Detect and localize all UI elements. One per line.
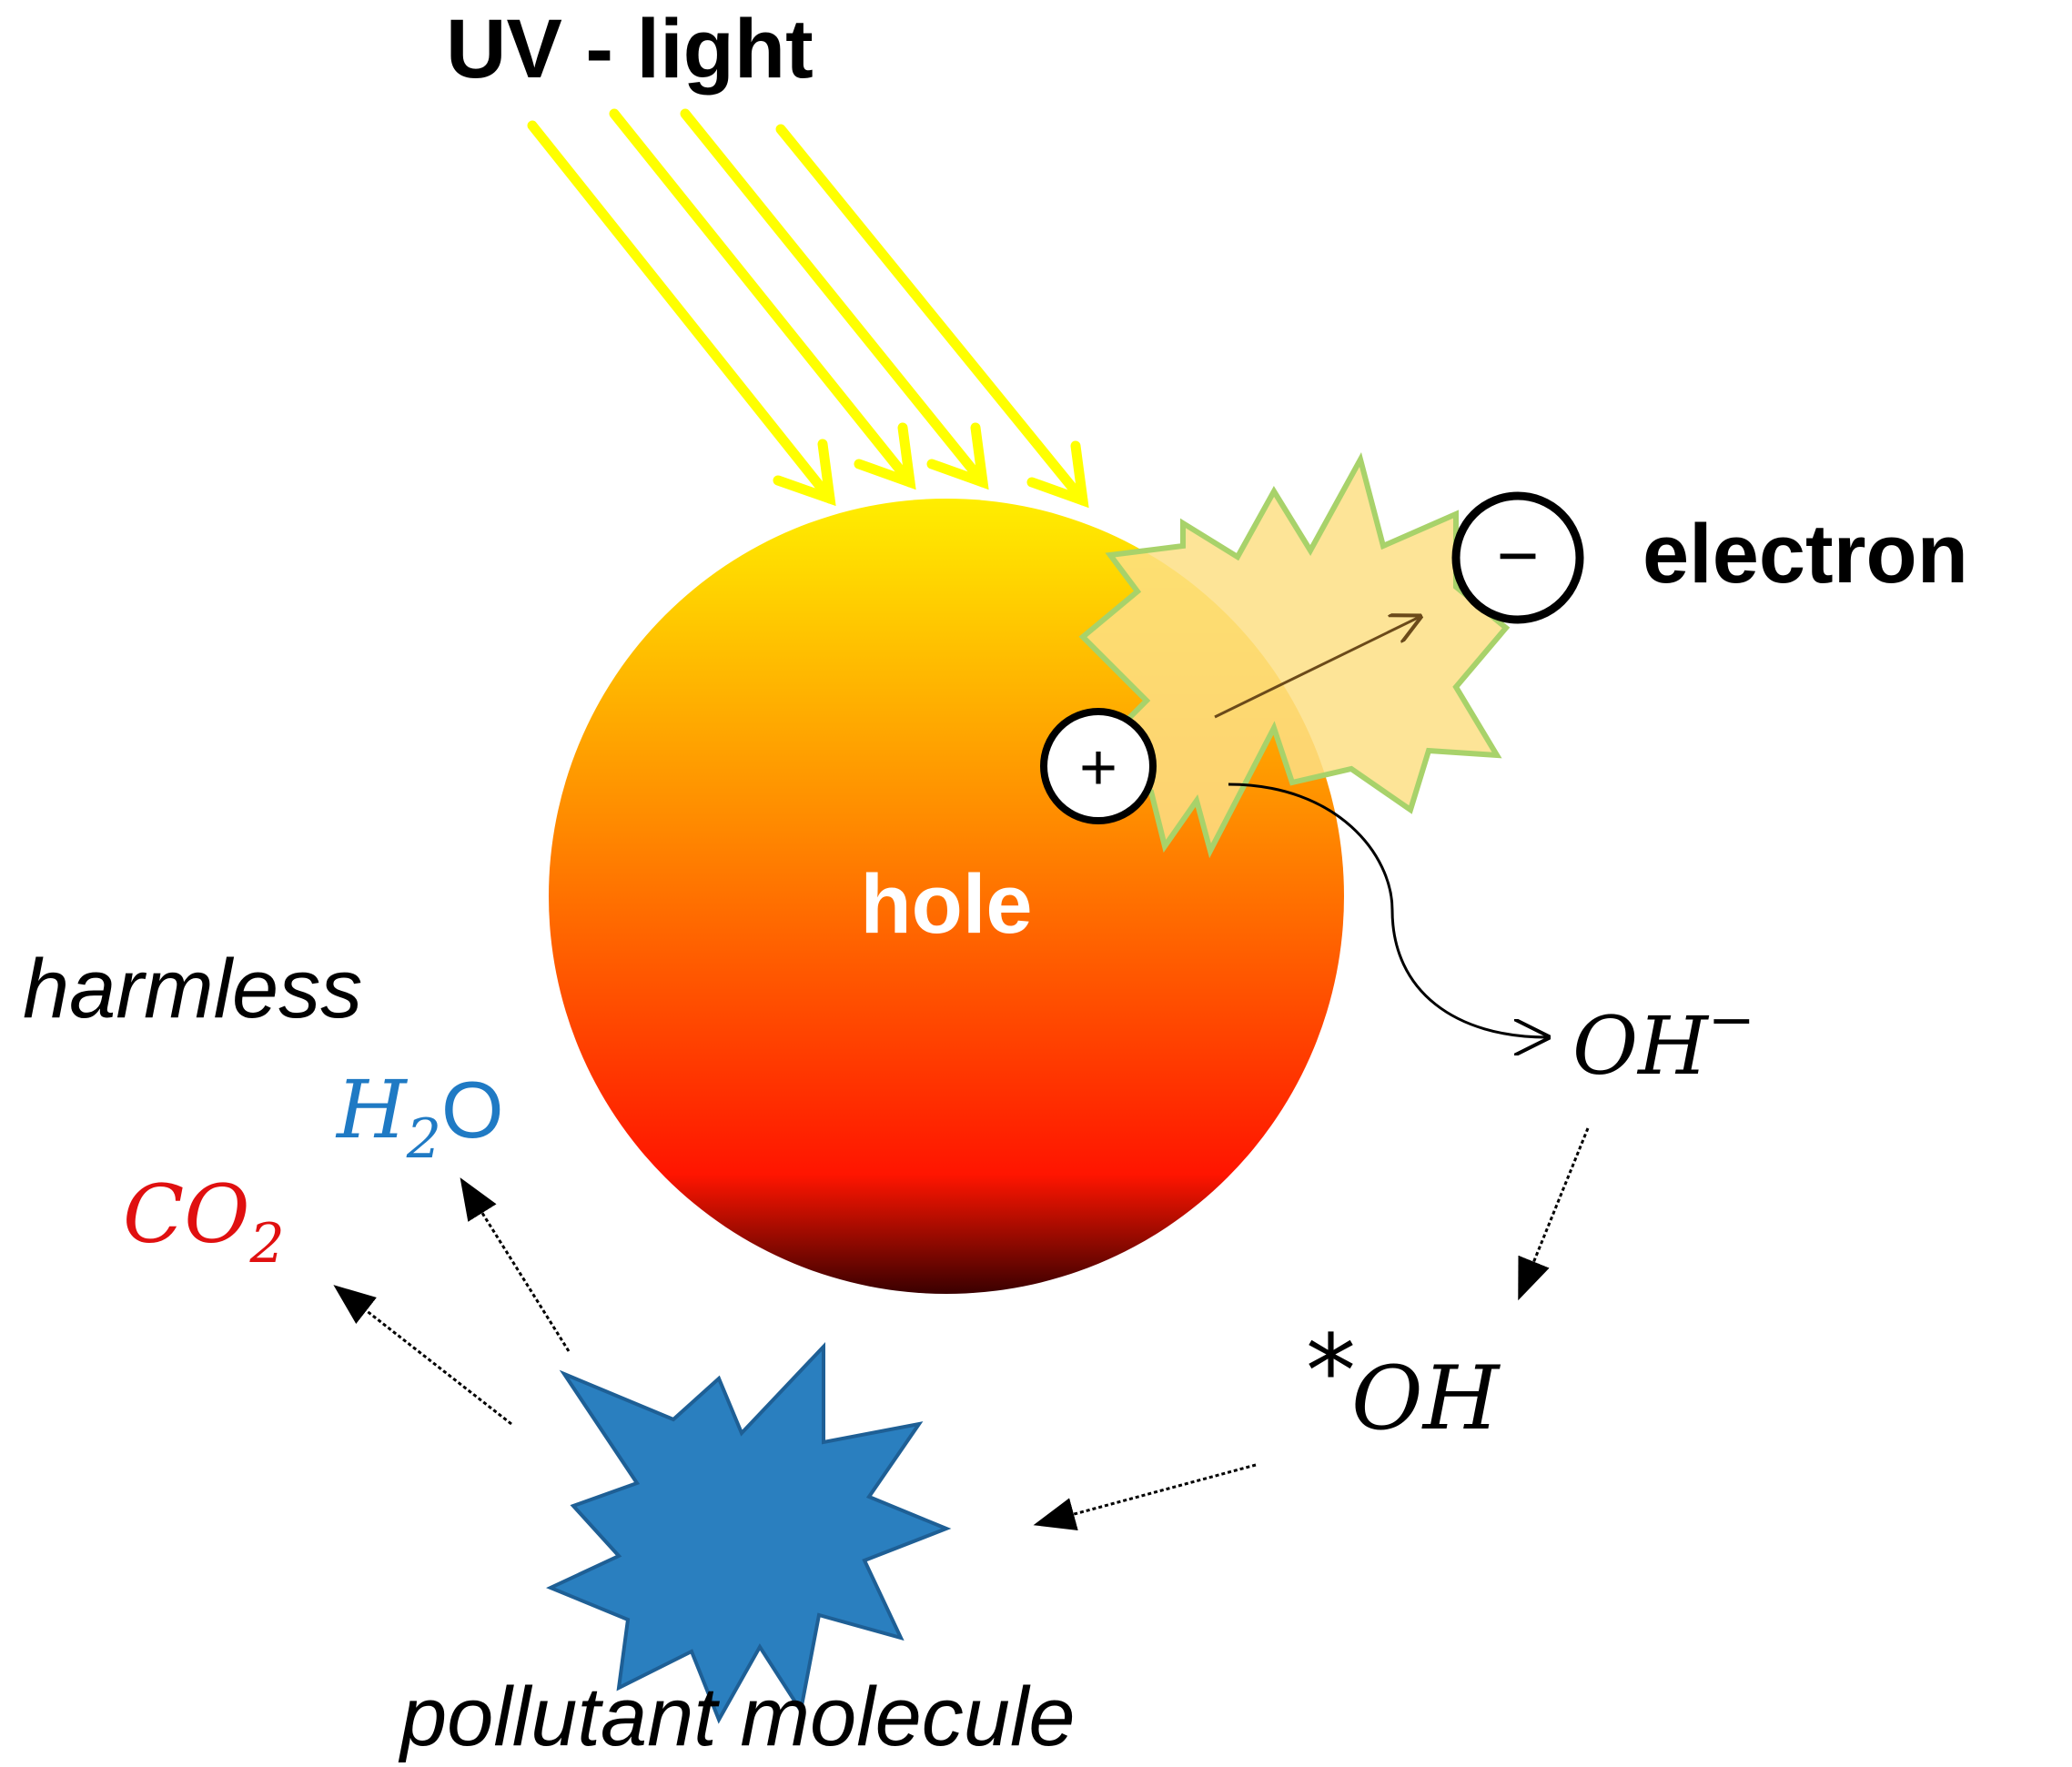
electron-charge: − bbox=[1451, 491, 1584, 624]
hydroxide-ion: OH− bbox=[1572, 986, 1755, 1093]
co2-molecule: CO2 bbox=[123, 1167, 285, 1276]
electron-symbol: − bbox=[1497, 515, 1540, 596]
water-molecule: H2O bbox=[335, 1063, 503, 1171]
radical-marker: * bbox=[1306, 1313, 1356, 1429]
uv-arrow-4 bbox=[775, 124, 1089, 509]
hole-label: hole bbox=[860, 858, 1032, 951]
uv-light-label: UV - light bbox=[446, 3, 814, 96]
water-product-arrow bbox=[460, 1177, 571, 1352]
excitation-arrow bbox=[1214, 617, 1420, 719]
electron-label: electron bbox=[1642, 508, 1968, 601]
uv-arrow-1 bbox=[527, 120, 836, 507]
oxidation-arrow bbox=[1228, 783, 1547, 1037]
radical-base: OH bbox=[1351, 1348, 1501, 1449]
radical-formation-arrow bbox=[1518, 1127, 1590, 1301]
co2-product-arrow bbox=[333, 1285, 512, 1426]
uv-light-arrows bbox=[527, 108, 1089, 509]
uv-arrow-3 bbox=[680, 108, 989, 490]
pollutant-molecule-shape bbox=[546, 1341, 952, 1724]
attack-arrow bbox=[1033, 1463, 1257, 1530]
hydroxyl-radical: * OH bbox=[1306, 1313, 1501, 1449]
harmless-label: harmless bbox=[23, 943, 362, 1035]
hole-symbol: + bbox=[1079, 732, 1117, 804]
excitation-burst bbox=[1078, 451, 1511, 859]
hole-charge: + bbox=[1040, 708, 1157, 824]
uv-arrow-2 bbox=[609, 108, 916, 490]
pollutant-molecule-label: pollutant molecule bbox=[398, 1671, 1076, 1763]
